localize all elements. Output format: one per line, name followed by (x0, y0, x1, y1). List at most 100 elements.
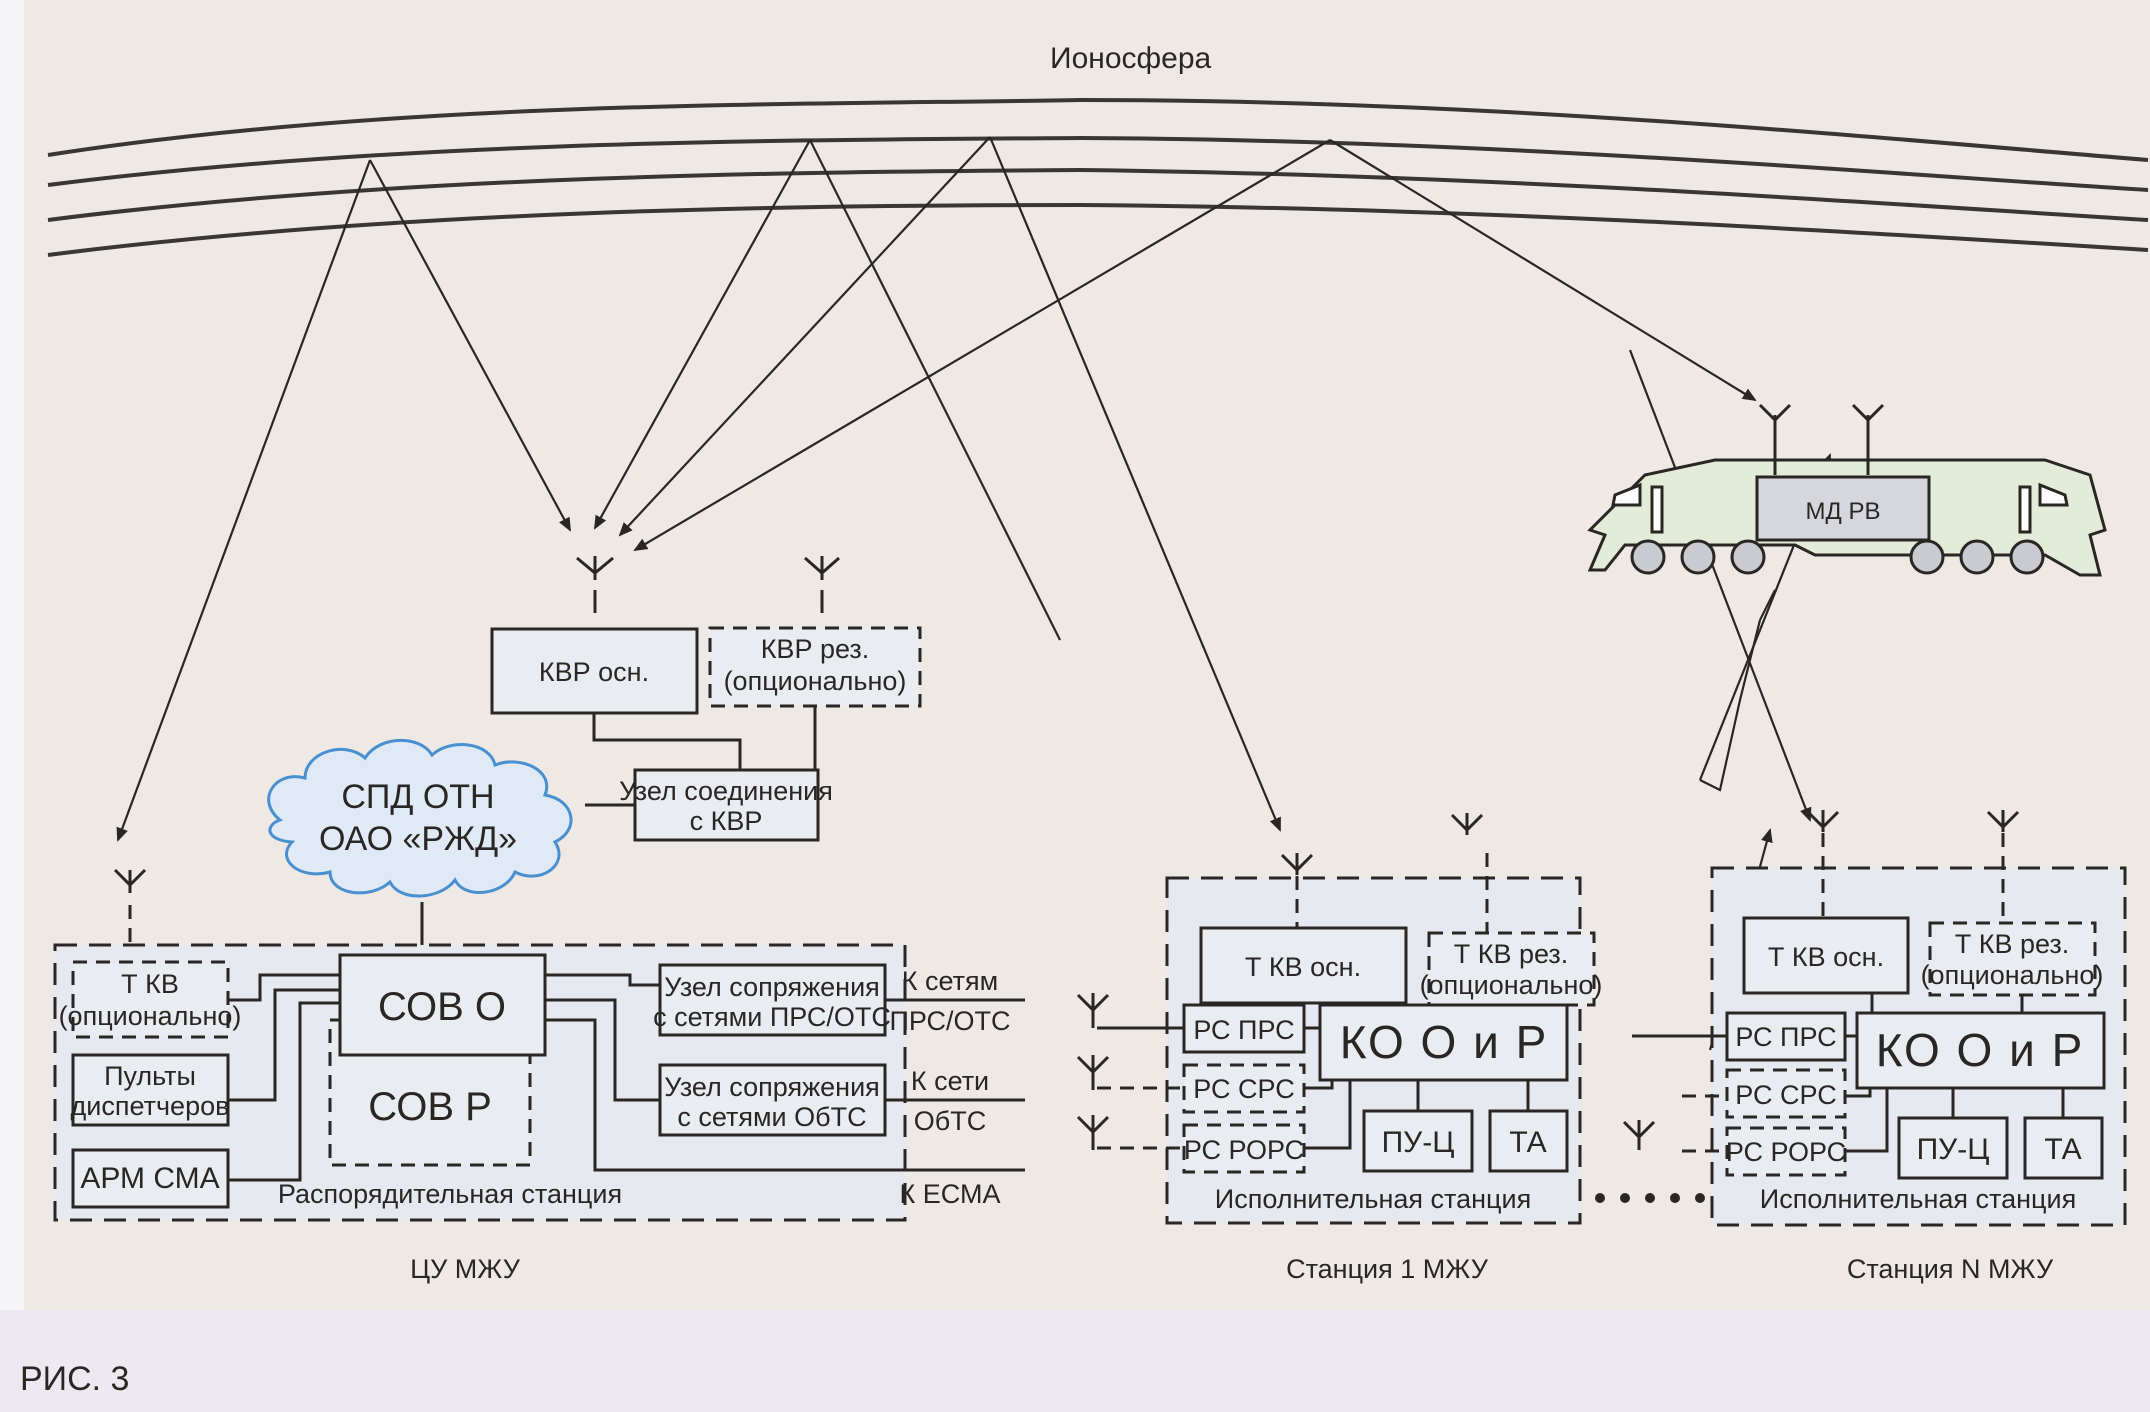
station-n-ko-label: КО О и Р (1876, 1024, 2085, 1076)
out-prs-label-2: ПРС/ОТС (889, 1006, 1010, 1036)
kvr-main-label: КВР осн. (539, 657, 649, 687)
station-n-t-kv-main-box[interactable] (1742, 916, 1910, 995)
arm-sma-box[interactable] (71, 1148, 230, 1209)
station-1-pu-label: ПУ-Ц (1382, 1126, 1455, 1159)
station-n-rs-srs-box[interactable] (1725, 1068, 1847, 1119)
out-obts-label-2: ОбТС (914, 1106, 986, 1136)
sov-r-label: СОВ Р (368, 1085, 492, 1129)
ionosphere-layer-2 (47, 135, 2149, 192)
ray-to-kvr-3 (618, 136, 991, 537)
out-esma-label: К ЕСМА (900, 1179, 1001, 1209)
sov-o-box[interactable] (338, 953, 547, 1057)
t-kv-optional-box[interactable] (71, 960, 230, 1039)
kvr-junction-label-2: с КВР (690, 806, 763, 836)
control-center: Т КВ (опционально) Пульты диспетчеров АР… (53, 943, 1025, 1284)
station-1-rs-prs-label: РС ПРС (1193, 1015, 1294, 1045)
iface-obts-label-2: с сетями ОбТС (677, 1102, 866, 1132)
dispatcher-consoles-box[interactable] (71, 1053, 230, 1127)
locomotive-icon: МД РВ (1587, 403, 2107, 577)
ray-to-kvr (369, 159, 571, 532)
out-prs-label-1: К сетям (902, 966, 998, 996)
station-1-t-kv-res-box[interactable] (1427, 931, 1596, 1007)
locomotive-door (2018, 485, 2032, 534)
figure-caption: РИС. 3 (20, 1360, 129, 1398)
control-center-group-label: ЦУ МЖУ (410, 1254, 521, 1284)
station-1-group-label: Станция 1 МЖУ (1286, 1254, 1489, 1284)
out-obts-label-1: К сети (911, 1066, 989, 1096)
antenna-icon (804, 556, 840, 613)
station-1-ta-label: ТА (1509, 1126, 1546, 1159)
ray-to-station-1 (988, 136, 1282, 832)
ionosphere-layer-3 (47, 167, 2149, 222)
station-n-rs-prs-label: РС ПРС (1735, 1022, 1836, 1052)
iface-obts-label-1: Узел сопряжения (664, 1072, 880, 1102)
station-1-frame-label: Исполнительная станция (1215, 1184, 1531, 1214)
kvr-group: КВР осн. КВР рез. (опционально) Узел сое… (490, 626, 922, 842)
station-n-ko-box[interactable] (1855, 1011, 2106, 1090)
ionosphere-layer-4 (47, 202, 2149, 257)
md-rv-module-box[interactable] (1755, 475, 1931, 542)
ray-to-kvr-2 (594, 139, 811, 530)
station-n-t-kv-res-box[interactable] (1928, 921, 2097, 997)
station-n-t-kv-main-label: Т КВ осн. (1768, 942, 1884, 972)
ray-zigzag-top (1759, 589, 1776, 621)
control-center-wires (228, 973, 1025, 1182)
dispatcher-consoles-label-1: Пульты (104, 1061, 196, 1091)
kvr-main-box[interactable] (490, 627, 699, 715)
ray-to-station-n (1628, 349, 1812, 822)
antenna-icon (113, 868, 147, 950)
kvr-reserve-label-2: (опционально) (724, 666, 907, 696)
antenna-icon (1076, 993, 1110, 1028)
station-1-t-kv-main-label: Т КВ осн. (1245, 952, 1361, 982)
iface-prs-label-1: Узел сопряжения (664, 972, 880, 1002)
ionosphere-layer-1 (47, 97, 2149, 162)
station-1-ko-box[interactable] (1318, 1003, 1569, 1082)
locomotive-window (2038, 482, 2069, 507)
station-n-rs-srs-label: РС СРС (1735, 1080, 1836, 1110)
iface-obts-box[interactable] (658, 1063, 887, 1137)
page-bottom-band (0, 1310, 2150, 1412)
station-n-t-kv-res-label-2: (опционально) (1921, 960, 2104, 990)
antennas (113, 556, 2020, 1150)
ray-to-left-antenna (116, 159, 372, 842)
t-kv-label-1: Т КВ (121, 969, 179, 999)
station-n-pu-box[interactable] (1897, 1116, 2009, 1180)
cloud-label-2: ОАО «РЖД» (319, 820, 517, 858)
antenna-icon (1622, 1120, 1656, 1150)
station-n-frame-label: Исполнительная станция (1760, 1184, 2076, 1214)
antenna-icon (1758, 403, 1792, 423)
page-margin (0, 0, 24, 1412)
cloud-icon (267, 738, 573, 898)
arm-sma-label: АРМ СМА (80, 1162, 219, 1195)
md-rv-module-label: МД РВ (1806, 498, 1881, 525)
sov-o-label: СОВ О (378, 985, 506, 1029)
station-1-rs-rors-label: РС РОРС (1184, 1135, 1304, 1165)
ray-down (809, 139, 1061, 641)
station-1-t-kv-res-label-2: (опционально) (1420, 970, 1603, 1000)
iface-prs-label-2: с сетями ПРС/ОТС (653, 1002, 891, 1032)
antenna-icon (1076, 1055, 1110, 1090)
station-1-rs-srs-label: РС СРС (1193, 1074, 1294, 1104)
kvr-reserve-label-1: КВР рез. (761, 634, 870, 664)
station-n-rs-rors-label: РС РОРС (1726, 1137, 1846, 1167)
locomotive-window (1611, 482, 1642, 507)
station-1-ko-label: КО О и Р (1340, 1016, 1549, 1068)
station-n-pu-label: ПУ-Ц (1917, 1133, 1990, 1166)
locomotive-door (1650, 485, 1664, 534)
antenna-icon (1851, 403, 1885, 423)
antenna-icon (1806, 810, 1840, 832)
network-cloud: СПД ОТН ОАО «РЖД» (267, 738, 573, 955)
cloud-label-1: СПД ОТН (341, 778, 494, 816)
ionosphere-layers (47, 97, 2149, 257)
antenna-icon (576, 556, 614, 613)
ionosphere-label: Ионосфера (1050, 42, 1212, 75)
t-kv-label-2: (опционально) (59, 1001, 242, 1031)
wire-kvr-main-junction (592, 713, 742, 770)
antenna-icon (1986, 810, 2020, 832)
ray-to-kvr-4 (633, 139, 1331, 552)
station-1-t-kv-res-label-1: Т КВ рез. (1454, 939, 1569, 969)
locomotive-wheels (1630, 539, 2045, 575)
station-1-t-kv-main-box[interactable] (1199, 926, 1408, 1005)
